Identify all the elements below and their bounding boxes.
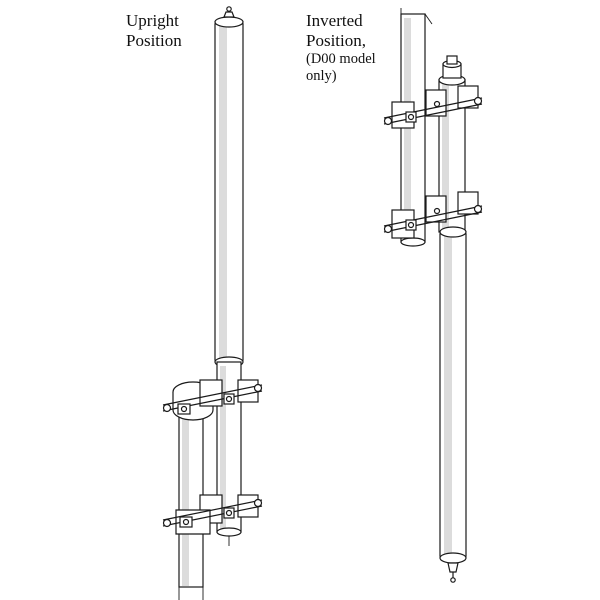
inverted-label-line1: Inverted (306, 11, 363, 30)
inverted-position-label: Inverted Position, (D00 model only) (306, 11, 376, 84)
inverted-note-line2: only) (306, 67, 337, 84)
inverted-label-line2: Position, (306, 30, 366, 50)
upright-antenna-radome (214, 6, 244, 546)
inverted-upper-clamp (383, 85, 483, 129)
upright-assembly (162, 6, 263, 600)
inverted-lower-clamp (383, 191, 483, 239)
inverted-model-note: (D00 model only) (306, 51, 376, 84)
inverted-note-line1: (D00 model (306, 51, 376, 68)
upright-position-label: Upright Position (126, 11, 182, 50)
upright-label-line1: Upright (126, 11, 179, 30)
upright-lower-clamp (162, 494, 263, 535)
upright-label-line2: Position (126, 30, 182, 50)
inverted-antenna-radome (439, 226, 467, 583)
upright-support-mast (178, 396, 204, 600)
inverted-assembly (383, 8, 483, 583)
upright-upper-clamp (162, 379, 263, 421)
